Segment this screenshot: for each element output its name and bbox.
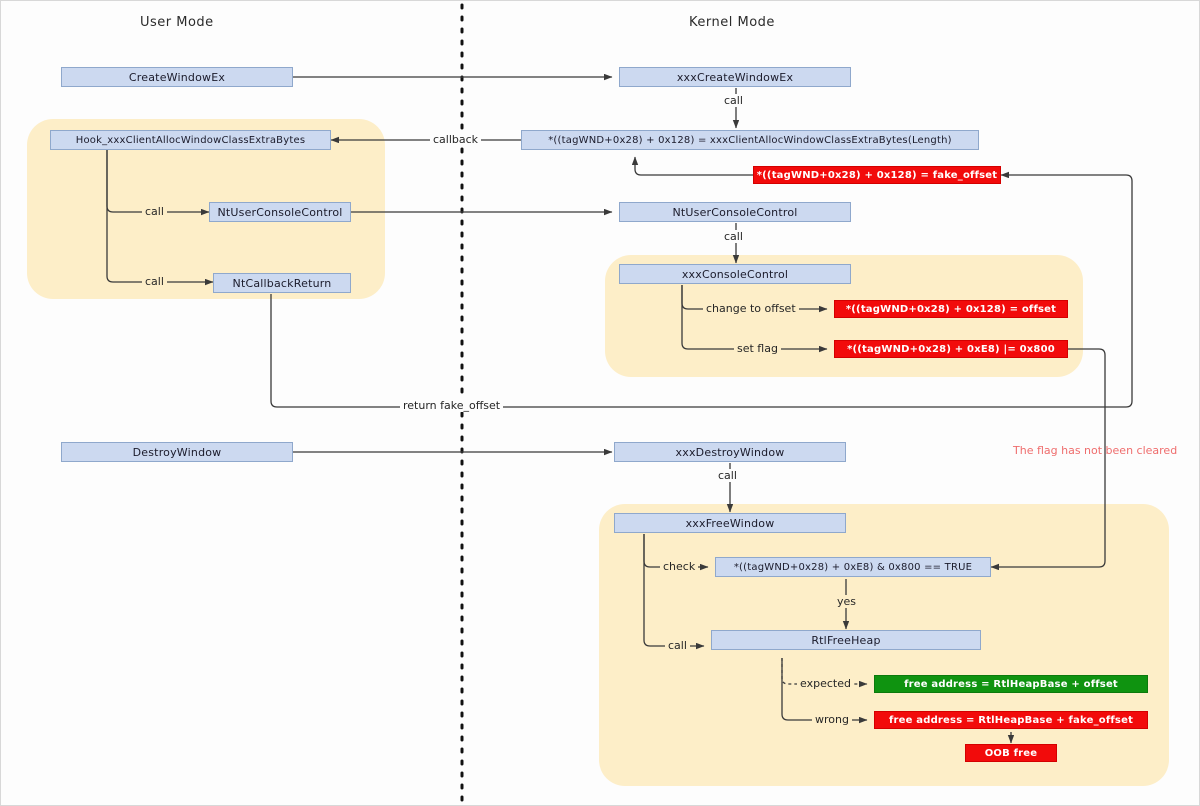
edge-label-call-ntcallbackreturn: call: [142, 275, 167, 288]
node-xxxconsolecontrol[interactable]: xxxConsoleControl: [619, 264, 851, 284]
edge-label-callback: callback: [430, 133, 482, 146]
edge-label-wrong: wrong: [812, 713, 852, 726]
node-wrong-free[interactable]: free address = RtlHeapBase + fake_offset: [874, 711, 1148, 729]
edge-fakeoffset-to-allocassign: [631, 156, 753, 176]
edge-rtlfreeheap-to-wrongfree: [781, 658, 868, 724]
node-flag-check[interactable]: *((tagWND+0x28) + 0xE8) & 0x800 == TRUE: [715, 557, 991, 577]
edge-xxxfreewindow-to-rtlfreeheap: [643, 534, 705, 650]
edge-label-call-consolecontrol: call: [721, 230, 746, 243]
node-hook-xxxclientallocwindowclassextrabytes[interactable]: Hook_xxxClientAllocWindowClassExtraBytes: [50, 130, 331, 150]
node-alloc-assign[interactable]: *((tagWND+0x28) + 0x128) = xxxClientAllo…: [521, 130, 979, 150]
node-xxxcreatewindowex[interactable]: xxxCreateWindowEx: [619, 67, 851, 87]
edge-label-check: check: [660, 560, 699, 573]
annotation-flag-not-cleared: The flag has not been cleared: [1013, 444, 1178, 457]
edge-label-yes: yes: [834, 595, 860, 608]
edge-label-call-ntuserconsolecontrol: call: [142, 205, 167, 218]
node-ntuserconsolecontrol-kernel[interactable]: NtUserConsoleControl: [619, 202, 851, 222]
node-expected-free[interactable]: free address = RtlHeapBase + offset: [874, 675, 1148, 693]
node-ntuserconsolecontrol-user[interactable]: NtUserConsoleControl: [209, 202, 351, 222]
edge-label-call-freewindow: call: [715, 469, 740, 482]
edge-label-call-createwindow: call: [721, 94, 746, 107]
edge-label-expected: expected: [797, 677, 854, 690]
node-fake-offset-assign[interactable]: *((tagWND+0x28) + 0x128) = fake_offset: [753, 166, 1001, 184]
edge-label-change-to-offset: change to offset: [703, 302, 799, 315]
node-flag-set[interactable]: *((tagWND+0x28) + 0xE8) |= 0x800: [834, 340, 1068, 358]
node-ntcallbackreturn[interactable]: NtCallbackReturn: [213, 273, 351, 293]
edge-ntcallbackreturn-return-fakeoffset: [270, 171, 1133, 408]
edge-xxxconsolecontrol-to-flagset: [681, 285, 828, 353]
edge-label-return-fake-offset: return fake_offset: [400, 399, 504, 412]
node-offset-assign[interactable]: *((tagWND+0x28) + 0x128) = offset: [834, 300, 1068, 318]
edge-label-set-flag: set flag: [734, 342, 781, 355]
lane-title-kernel: Kernel Mode: [689, 15, 775, 30]
edge-hook-to-ntcallbackreturn: [106, 149, 214, 286]
edge-flagset-to-flagcheck: [990, 348, 1106, 571]
node-oob-free[interactable]: OOB free: [965, 744, 1057, 762]
node-xxxfreewindow[interactable]: xxxFreeWindow: [614, 513, 846, 533]
node-destroywindow[interactable]: DestroyWindow: [61, 442, 293, 462]
edge-label-call-rtlfreeheap: call: [665, 639, 690, 652]
node-createwindowex[interactable]: CreateWindowEx: [61, 67, 293, 87]
lane-title-user: User Mode: [140, 15, 214, 30]
node-xxxdestroywindow[interactable]: xxxDestroyWindow: [614, 442, 846, 462]
node-rtlfreeheap[interactable]: RtlFreeHeap: [711, 630, 981, 650]
